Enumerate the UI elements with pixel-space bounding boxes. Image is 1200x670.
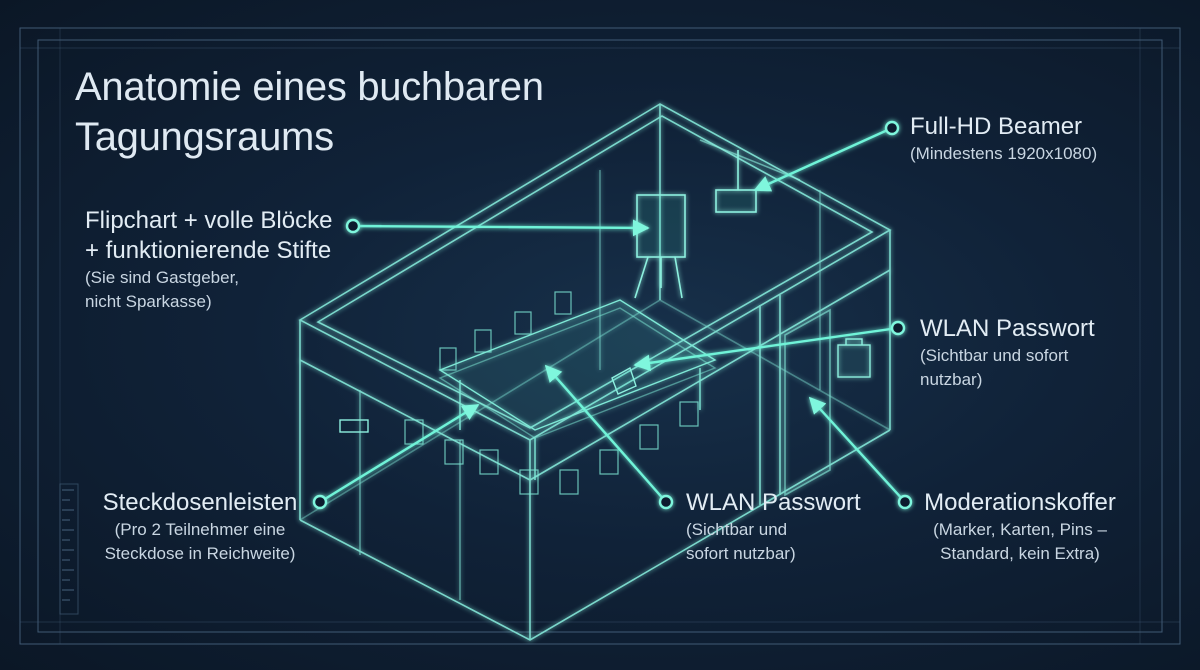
chairs bbox=[404, 291, 699, 495]
beamer-label: Full-HD Beamer bbox=[910, 113, 1083, 140]
projector bbox=[699, 139, 801, 213]
steckdosen-note-1: (Pro 2 Teilnehmer eine bbox=[114, 520, 286, 539]
callout-wlan-bottom: WLAN Passwort (Sichtbar und sofort nutzb… bbox=[686, 488, 861, 566]
callout-koffer: Moderationskoffer (Marker, Karten, Pins … bbox=[915, 488, 1125, 566]
page-title: Anatomie eines buchbaren Tagungsraums bbox=[75, 62, 544, 162]
frame-lines bbox=[19, 27, 1181, 645]
wlan-bottom-note-2: sofort nutzbar) bbox=[686, 544, 796, 563]
wlan-right-note-2: nutzbar) bbox=[920, 370, 983, 389]
callout-wlan-right: WLAN Passwort (Sichtbar und sofort nutzb… bbox=[920, 314, 1095, 392]
callout-beamer: Full-HD Beamer (Mindestens 1920x1080) bbox=[910, 112, 1097, 166]
scale-ticks bbox=[59, 483, 79, 615]
beamer-note: (Mindestens 1920x1080) bbox=[910, 144, 1098, 163]
steckdosen-note-2: Steckdose in Reichweite) bbox=[104, 544, 296, 563]
title-line-1: Anatomie eines buchbaren bbox=[75, 65, 544, 109]
wlan-right-label: WLAN Passwort bbox=[920, 315, 1095, 342]
koffer-note-1: (Marker, Karten, Pins – bbox=[933, 520, 1107, 539]
koffer-note-2: Standard, kein Extra) bbox=[940, 544, 1100, 563]
flipchart-note-2: nicht Sparkasse) bbox=[85, 292, 212, 311]
moderation-case bbox=[837, 338, 871, 378]
wlan-bottom-note-1: (Sichtbar und bbox=[686, 520, 788, 539]
flipchart-note-1: (Sie sind Gastgeber, bbox=[85, 268, 240, 287]
callout-flipchart: Flipchart + volle Blöcke + funktionieren… bbox=[85, 206, 332, 314]
steckdosen-label: Steckdosenleisten bbox=[102, 489, 298, 516]
callout-leaders bbox=[319, 126, 906, 504]
callout-dots bbox=[312, 120, 913, 510]
flipchart-label-2: + funktionierende Stifte bbox=[85, 237, 332, 264]
wlan-sign bbox=[611, 366, 637, 395]
flipchart-label-1: Flipchart + volle Blöcke bbox=[85, 207, 333, 234]
power-strip bbox=[339, 419, 369, 433]
callout-steckdosen: Steckdosenleisten (Pro 2 Teilnehmer eine… bbox=[90, 488, 310, 566]
wlan-right-note-1: (Sichtbar und sofort bbox=[920, 346, 1069, 365]
title-line-2: Tagungsraums bbox=[75, 115, 334, 159]
koffer-label: Moderationskoffer bbox=[924, 489, 1116, 516]
wlan-bottom-label: WLAN Passwort bbox=[686, 489, 861, 516]
conference-table bbox=[438, 299, 717, 480]
